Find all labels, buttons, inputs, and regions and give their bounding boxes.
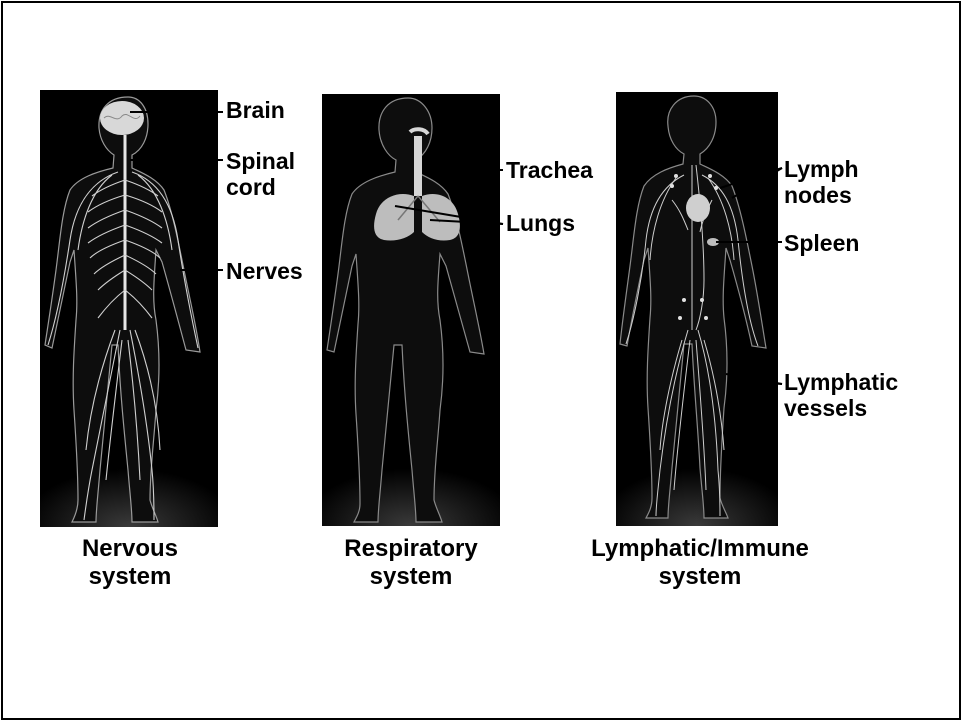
label-lymphatic-vessels: Lymphatic vessels	[784, 369, 898, 421]
label-trachea: Trachea	[506, 157, 593, 183]
label-lymph-nodes: Lymph nodes	[784, 156, 859, 208]
label-brain: Brain	[226, 97, 285, 123]
respiratory-system-figure	[322, 94, 500, 526]
caption-nervous-system: Nervous system	[50, 535, 210, 591]
caption-respiratory-system: Respiratory system	[316, 535, 506, 591]
label-nerves: Nerves	[226, 258, 303, 284]
caption-lymphatic-immune-system: Lymphatic/Immune system	[560, 535, 840, 591]
label-lungs: Lungs	[506, 210, 575, 236]
nervous-system-figure	[40, 90, 218, 527]
lymphatic-system-figure	[616, 92, 778, 526]
label-spleen: Spleen	[784, 230, 859, 256]
label-spinal-cord: Spinal cord	[226, 148, 295, 200]
